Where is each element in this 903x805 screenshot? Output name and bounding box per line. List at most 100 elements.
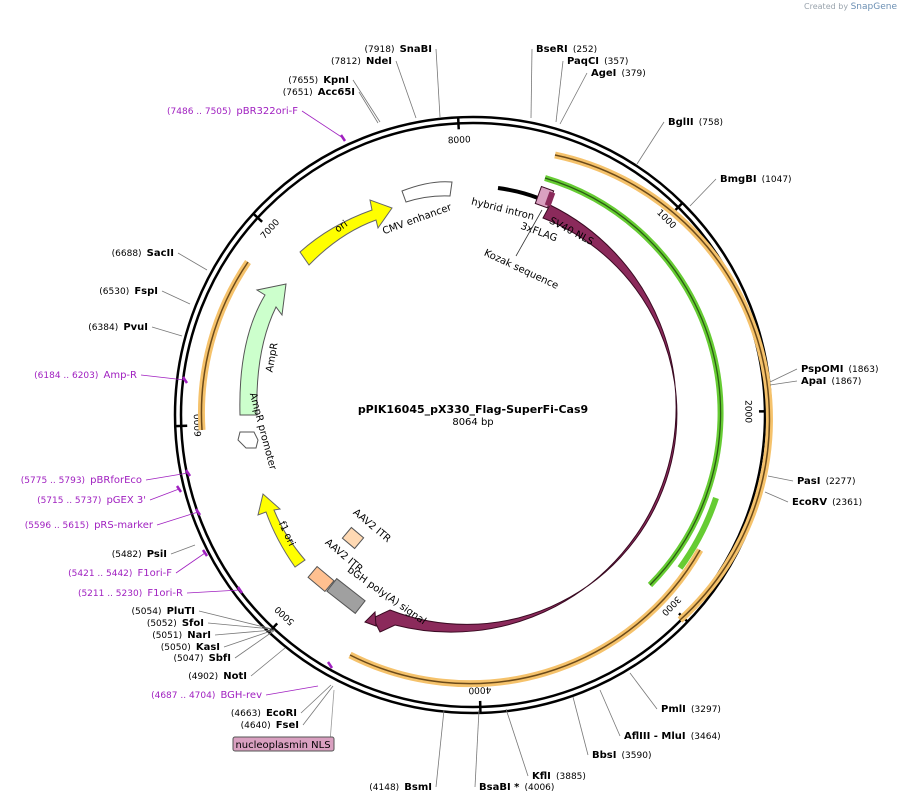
site-leader	[151, 326, 183, 337]
site-label: (5482) PsiI	[112, 542, 167, 561]
tick-mark	[268, 622, 279, 634]
tick-label: 8000	[448, 135, 472, 146]
primer-leader	[175, 552, 206, 574]
site-label: KflI (3885)	[532, 764, 586, 783]
site-label: (7655) KpnI	[288, 68, 349, 87]
credit-text: Created by	[804, 2, 849, 11]
restriction-sites: (7918) SnaBI(7812) NdeI(7655) KpnI(7651)…	[88, 37, 878, 793]
primer-label: (7486 .. 7505) pBR322ori-F	[167, 99, 298, 118]
nls-leader	[329, 689, 335, 743]
site-label: PspOMI (1863)	[801, 357, 878, 376]
ampr-arrow	[239, 283, 287, 416]
primer-label: (5715 .. 5737) pGEX 3'	[37, 488, 146, 507]
f1-ori-arrow	[257, 493, 306, 568]
site-label: (5050) KasI	[161, 635, 220, 654]
primer-leader	[145, 472, 189, 481]
plasmid-size: 8064 bp	[452, 417, 493, 428]
site-leader	[198, 610, 273, 630]
orf-outline-1	[554, 151, 773, 623]
site-label: (4663) EcoRI	[231, 701, 297, 720]
site-leader	[161, 290, 191, 305]
site-label: ApaI (1867)	[801, 369, 861, 388]
site-leader	[395, 60, 417, 119]
site-label: (5054) PluTI	[132, 599, 195, 618]
site-label: (5047) SbfI	[174, 646, 231, 665]
primer-leader	[149, 488, 180, 501]
site-leader	[474, 709, 480, 788]
site-leader	[629, 672, 658, 710]
orf-line-2	[349, 549, 701, 685]
site-label: (6688) SacII	[112, 241, 174, 260]
site-leader	[530, 48, 533, 119]
primer-label: (4687 .. 4704) BGH-rev	[151, 683, 262, 702]
site-leader	[435, 48, 441, 118]
site-label: (6530) FspI	[99, 279, 158, 298]
tick-mark	[252, 212, 263, 223]
ampr-label: AmpR	[265, 342, 281, 373]
site-leader	[636, 121, 665, 165]
primer-sites: (7486 .. 7505) pBR322ori-F (6184 .. 6203)…	[21, 99, 347, 702]
primer-leader	[265, 685, 319, 696]
primer-leader	[186, 589, 241, 594]
primer-leader	[156, 511, 199, 526]
site-label: (5051) NarI	[152, 623, 211, 642]
backbone-inner	[179, 121, 767, 709]
tick-label: 2000	[742, 400, 752, 423]
kozak-leader	[515, 209, 543, 257]
site-label: (5052) SfoI	[147, 611, 204, 630]
green-orf-line-1	[544, 177, 722, 586]
site-leader	[505, 708, 529, 777]
nls-label-box	[232, 736, 335, 752]
site-leader	[302, 685, 334, 726]
site-leader	[170, 544, 196, 555]
site-label: BmgBI (1047)	[720, 167, 792, 186]
flag-box	[544, 191, 556, 207]
site-leader	[599, 689, 621, 737]
site-label: PmlI (3297)	[661, 697, 721, 716]
primer-label: (6184 .. 6203) Amp-R	[34, 363, 137, 382]
site-leader	[572, 696, 589, 756]
site-label: (7918) SnaBI	[365, 37, 432, 56]
site-label: (6384) PvuI	[88, 315, 148, 334]
snapgene-logo: SnapGene	[850, 2, 897, 12]
primer-mark	[326, 661, 334, 669]
site-label: (7651) Acc65I	[283, 80, 355, 99]
aav2-itr-box-2	[307, 565, 335, 593]
green-orf-2	[677, 497, 719, 570]
site-leader	[358, 91, 379, 124]
primer-label: (5596 .. 5615) pRS-marker	[25, 513, 154, 532]
plasmid-name: pPIK16045_pX330_Flag-SuperFi-Cas9	[358, 403, 588, 416]
primer-leader	[301, 110, 344, 139]
site-leader	[555, 60, 564, 123]
site-label: BseRI (252)	[536, 37, 597, 56]
site-leader	[177, 252, 208, 271]
primer-leader	[140, 374, 186, 381]
site-label: (4902) NotI	[188, 664, 247, 683]
kozak-label: Kozak sequence	[482, 248, 560, 292]
cas9-label: Cas9	[670, 488, 688, 515]
site-label: PaqCI (357)	[567, 49, 628, 68]
cmv-enhancer-label: CMV enhancer	[381, 202, 454, 238]
site-leader	[214, 629, 274, 636]
site-leader	[352, 79, 381, 123]
aav2-itr-box-1	[341, 526, 365, 550]
site-leader	[764, 491, 789, 503]
site-leader	[300, 684, 332, 714]
orf-line-3	[200, 261, 249, 431]
ori-arrow	[299, 199, 393, 266]
site-leader	[234, 629, 276, 659]
snapgene-credit: Created by SnapGene	[804, 2, 897, 12]
site-leader	[767, 475, 794, 482]
site-leader	[689, 178, 717, 207]
site-leader	[769, 380, 798, 386]
nls-label: nucleoplasmin NLS	[235, 740, 330, 751]
site-label: BglII (758)	[668, 110, 723, 129]
site-leader	[769, 368, 798, 383]
site-label: AflIII - MluI (3464)	[624, 724, 721, 743]
ampr-promoter-arrow	[237, 431, 259, 449]
site-leader	[435, 709, 445, 788]
hybrid-intron-bar	[497, 186, 539, 200]
primer-label: (5211 .. 5230) F1ori-R	[78, 581, 183, 600]
hybrid-intron-label: hybrid intron	[470, 196, 535, 222]
